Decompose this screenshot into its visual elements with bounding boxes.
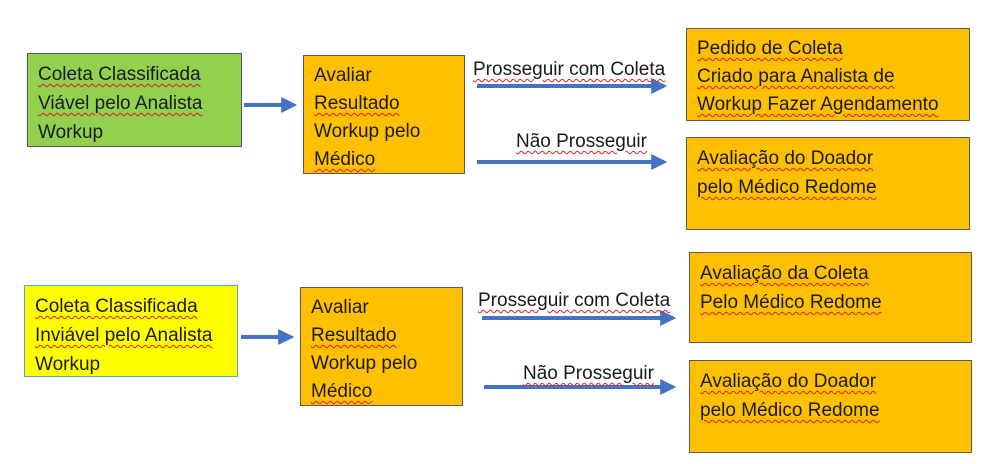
flow1-stop-label: Não Prosseguir [516, 131, 647, 152]
flow2-evaluate-line-3: Workup pelo [311, 353, 418, 374]
flow2-source-line-3: Workup [35, 354, 101, 375]
flow1-outcome-proceed-line-1: Pedido de Coleta [697, 38, 843, 59]
flow2-evaluate-line-2: Resultado [311, 325, 397, 346]
flow1-outcome-proceed-line-3: Workup Fazer Agendamento [697, 94, 939, 115]
flow2-outcome-proceed-line-2: Pelo Médico Redome [700, 292, 882, 313]
flow2-evaluate-box: Avaliar Resultado Workup pelo Médico [300, 287, 463, 406]
flow1-outcome-stop-line-1: Avaliação do Doador [697, 148, 874, 169]
flow1-proceed-label: Prosseguir com Coleta [473, 59, 666, 80]
flow1-source-box: Coleta Classificada Viável pelo Analista… [27, 53, 242, 147]
flow1-source-line-3: Workup [38, 122, 104, 143]
flow2-outcome-stop-line-1: Avaliação do Doador [700, 371, 877, 392]
flow2-outcome-proceed-box: Avaliação da Coleta Pelo Médico Redome [689, 252, 972, 343]
flow1-evaluate-line-2: Resultado [314, 93, 400, 114]
flow2-evaluate-line-1: Avaliar [311, 297, 369, 318]
flow2-outcome-stop-line-2: pelo Médico Redome [700, 400, 880, 421]
flow1-outcome-stop-box: Avaliação do Doador pelo Médico Redome [686, 137, 970, 230]
flow1-evaluate-line-4: Médico [314, 149, 376, 170]
flow2-source-line-1: Coleta Classificada [35, 296, 198, 317]
flow2-source-line-2: Inviável pelo Analista [35, 325, 213, 346]
flow1-source-line-1: Coleta Classificada [38, 64, 201, 85]
flow1-evaluate-box: Avaliar Resultado Workup pelo Médico [303, 55, 465, 174]
flow2-evaluate-line-4: Médico [311, 381, 373, 402]
flow1-outcome-proceed-line-2: Criado para Analista de [697, 66, 895, 87]
flow1-outcome-stop-line-2: pelo Médico Redome [697, 177, 877, 198]
flow2-outcome-stop-box: Avaliação do Doador pelo Médico Redome [689, 360, 972, 453]
flow1-outcome-proceed-box: Pedido de Coleta Criado para Analista de… [686, 28, 970, 121]
flow2-source-box: Coleta Classificada Inviável pelo Analis… [24, 285, 238, 377]
flow2-proceed-label: Prosseguir com Coleta [478, 290, 671, 311]
flow1-evaluate-line-1: Avaliar [314, 65, 372, 86]
flow1-source-line-2: Viável pelo Analista [38, 93, 203, 114]
flow1-evaluate-line-3: Workup pelo [314, 121, 421, 142]
flow2-outcome-proceed-line-1: Avaliação da Coleta [700, 263, 869, 284]
flow2-stop-label: Não Prosseguir [523, 363, 654, 384]
